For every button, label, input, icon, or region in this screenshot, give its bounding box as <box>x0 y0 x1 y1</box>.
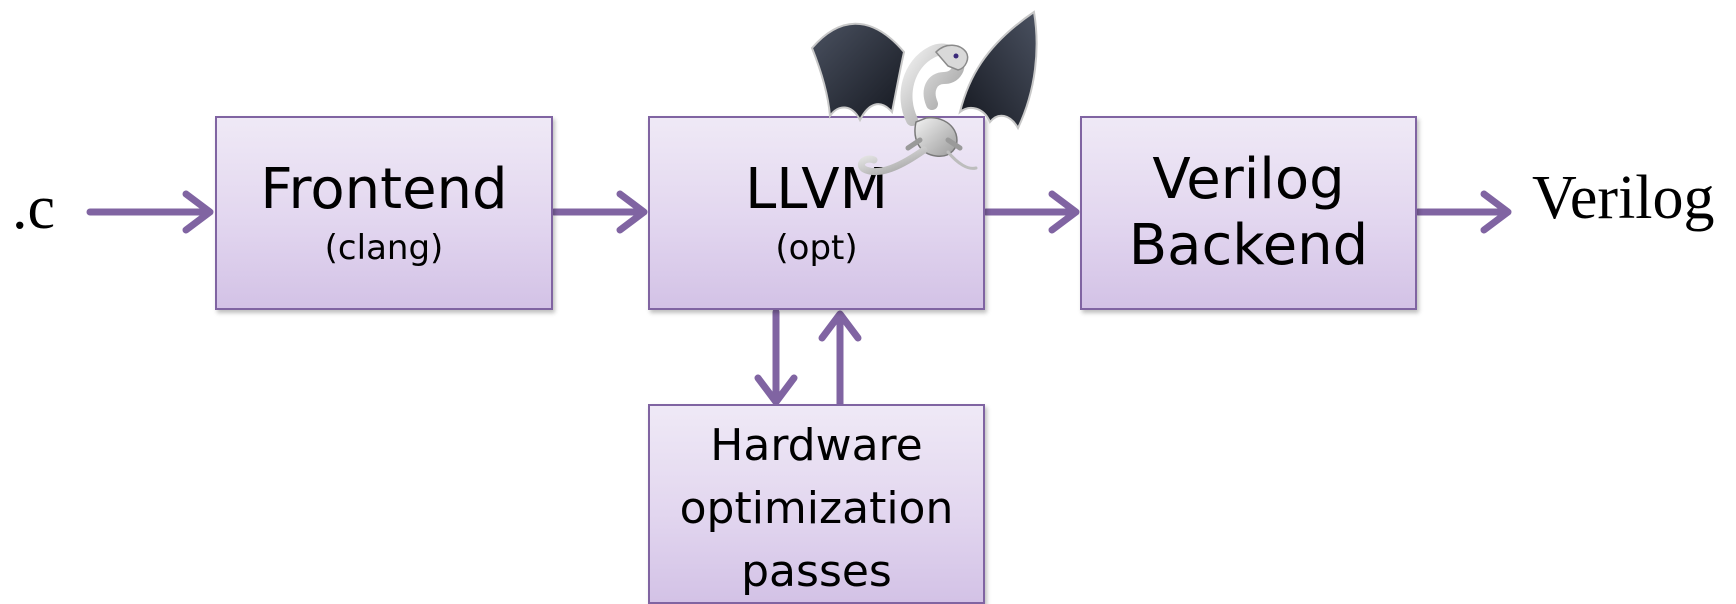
input-label: .c <box>12 174 56 242</box>
arrow-llvm-to-passes <box>754 308 798 406</box>
arrow-backend-to-output <box>1414 190 1512 234</box>
llvm-box: LLVM (opt) <box>648 116 985 310</box>
passes-line-2: optimization <box>679 483 954 534</box>
arrow-llvm-to-backend <box>982 190 1080 234</box>
llvm-subtitle: (opt) <box>775 228 858 268</box>
verilog-backend-box: Verilog Backend <box>1080 116 1417 310</box>
passes-line-1: Hardware <box>710 420 923 471</box>
arrow-input-to-frontend <box>86 190 214 234</box>
llvm-dragon-icon <box>810 10 1038 176</box>
passes-line-3: passes <box>741 546 892 597</box>
frontend-title: Frontend <box>260 157 508 222</box>
backend-line-2: Backend <box>1128 213 1369 278</box>
backend-line-1: Verilog <box>1152 147 1345 212</box>
output-label: Verilog <box>1532 164 1715 232</box>
arrow-passes-to-llvm <box>818 310 862 408</box>
arrow-frontend-to-llvm <box>550 190 648 234</box>
hardware-passes-box: Hardware optimization passes <box>648 404 985 604</box>
frontend-subtitle: (clang) <box>324 228 444 268</box>
frontend-box: Frontend (clang) <box>215 116 553 310</box>
